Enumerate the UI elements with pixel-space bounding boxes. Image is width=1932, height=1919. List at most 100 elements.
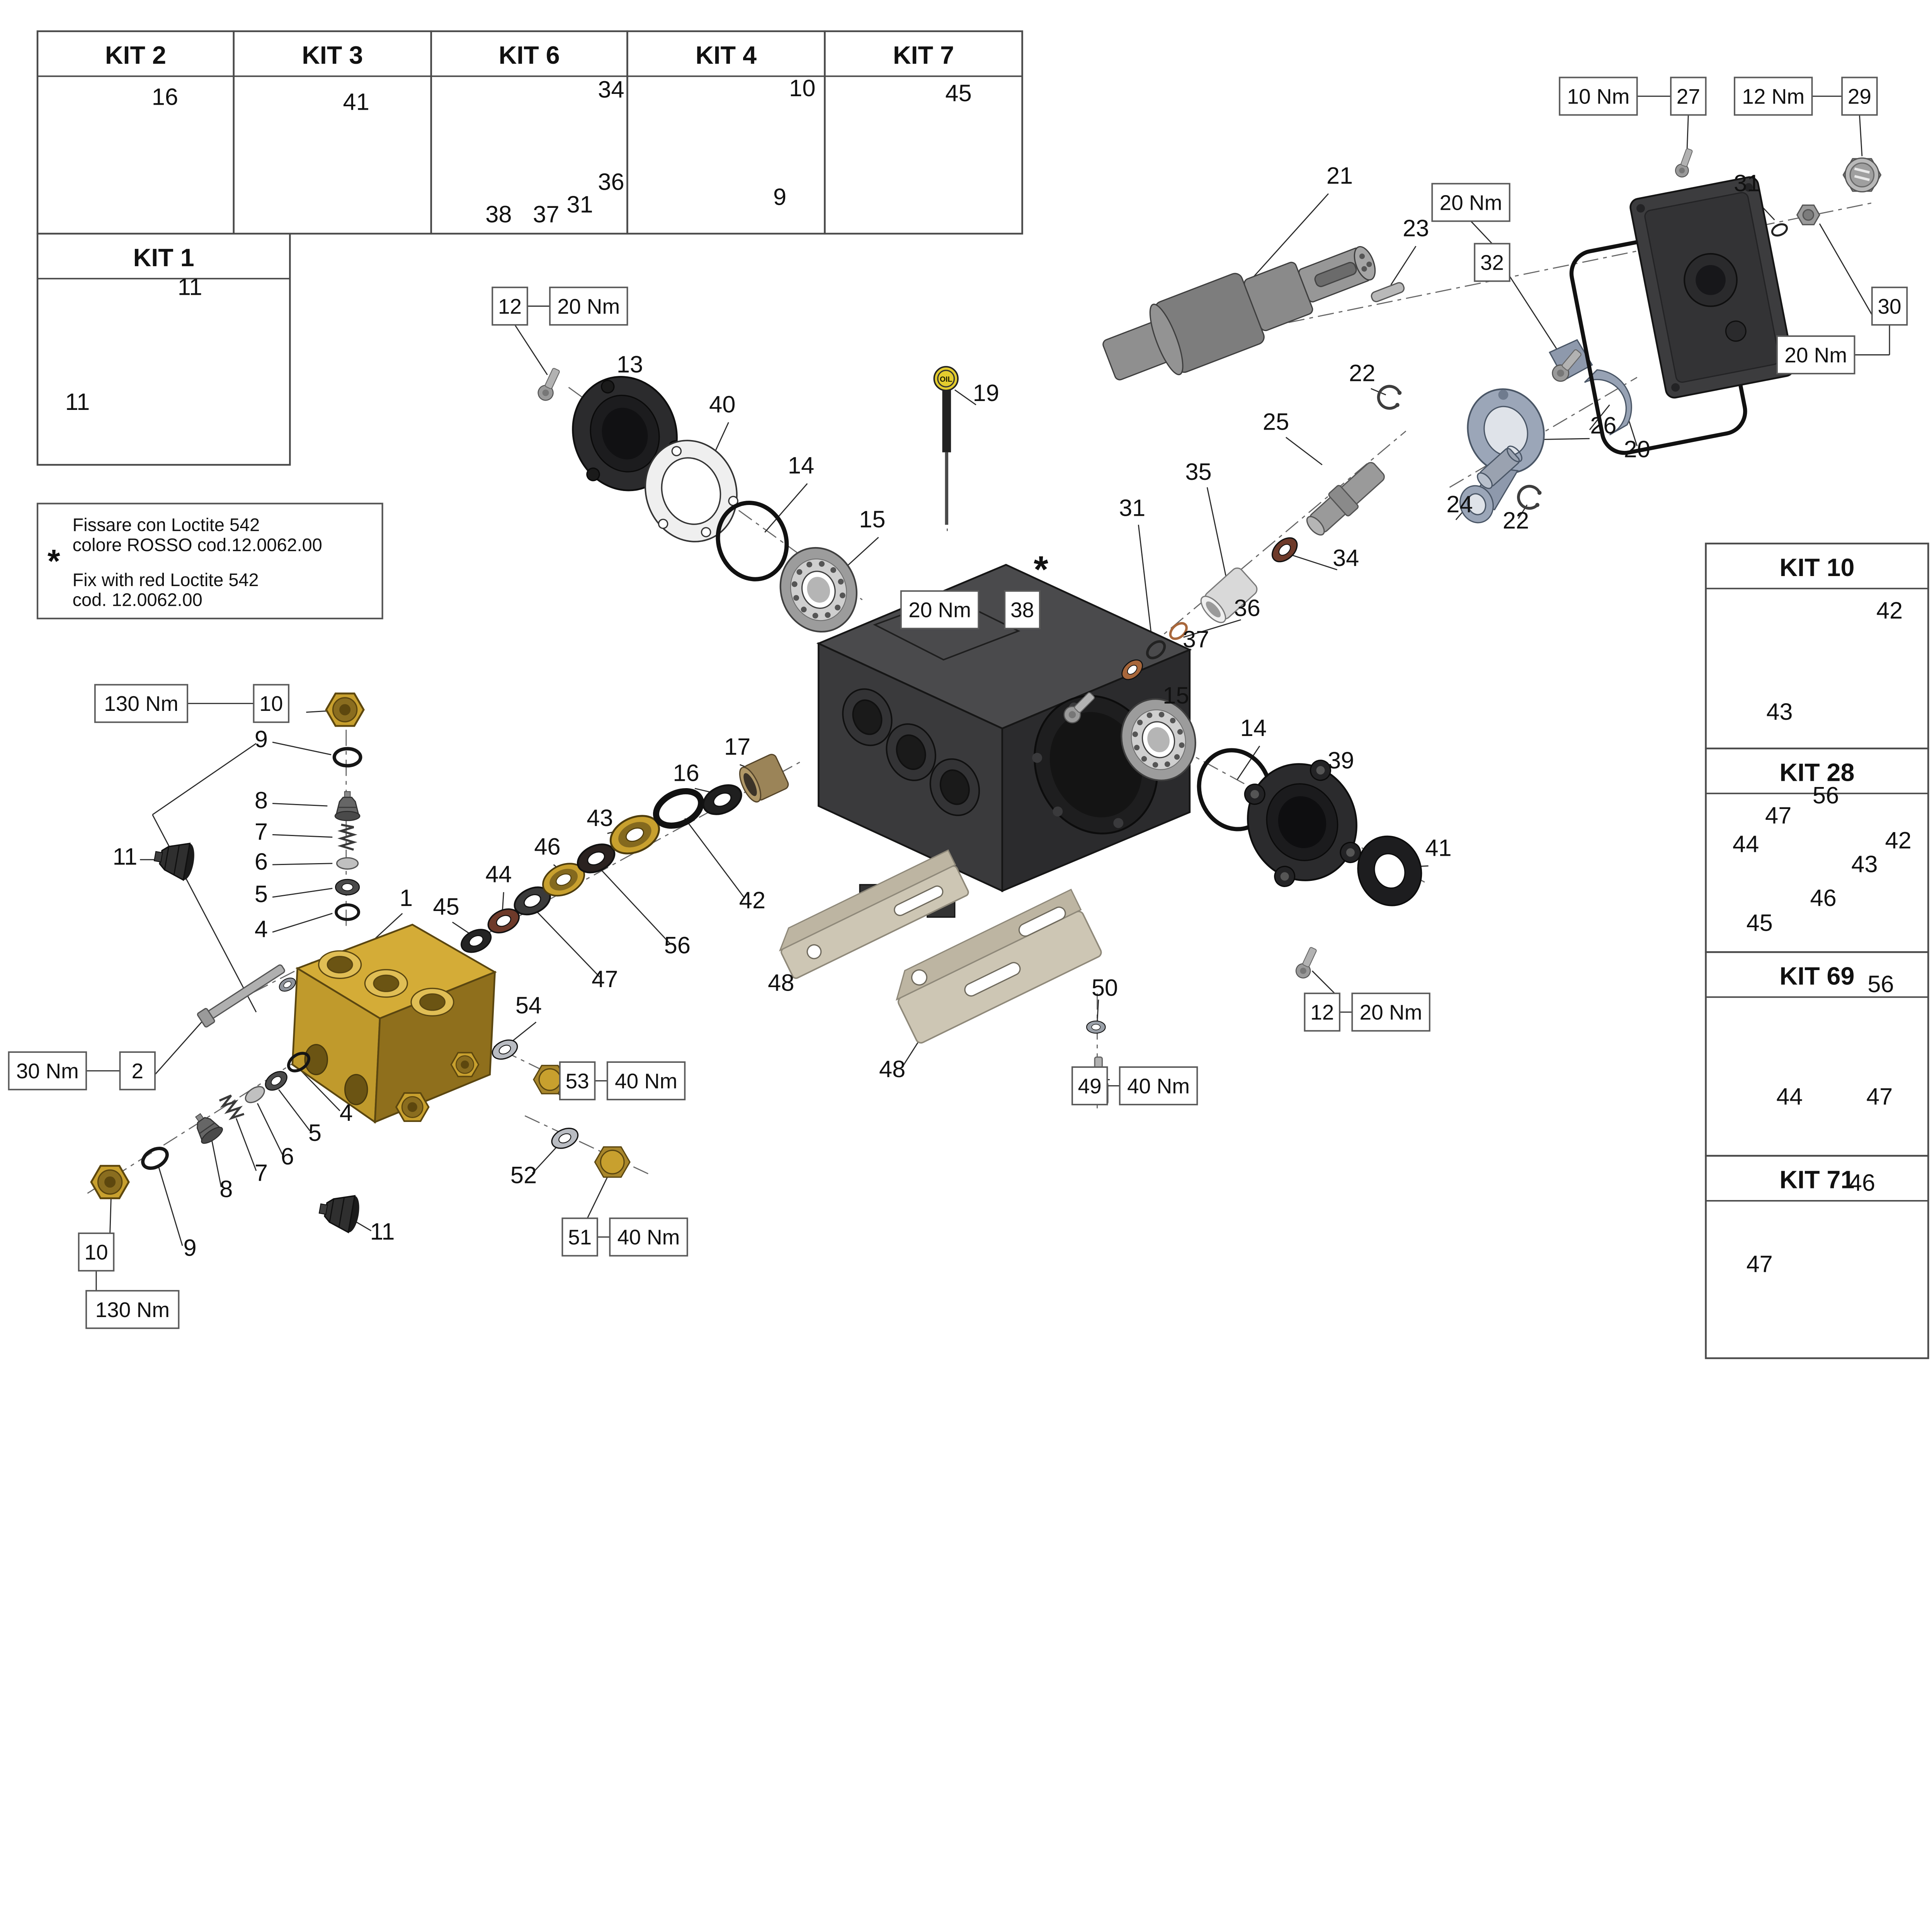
- part-callout-23: 23: [1403, 215, 1429, 241]
- ref-box-130-nm: 130 Nm: [85, 1290, 180, 1329]
- ref-box-49: 49: [1071, 1066, 1108, 1105]
- svg-text:20 Nm: 20 Nm: [908, 598, 971, 622]
- svg-text:10 Nm: 10 Nm: [1567, 84, 1630, 108]
- part-callout-37: 37: [1183, 626, 1209, 653]
- part-12-bolt: [535, 365, 564, 404]
- part-50-washer: [1086, 1020, 1106, 1034]
- valve-stack-top: [151, 693, 364, 920]
- part-callout-17: 17: [724, 733, 750, 760]
- kit-title-kit69: KIT 69: [1779, 962, 1854, 990]
- part-2-stud-bolt: [197, 964, 285, 1028]
- kit-part-callout-42: 42: [1876, 597, 1903, 624]
- part-1-manifold: [291, 923, 497, 1124]
- kit-title-kit71: KIT 71: [1779, 1166, 1854, 1194]
- kit-part-callout-41: 41: [343, 89, 369, 116]
- part-callout-48: 48: [768, 970, 794, 996]
- part-callout-11: 11: [370, 1218, 395, 1245]
- part-52-washer: [548, 1124, 582, 1153]
- kit-part-callout-45: 45: [945, 80, 971, 107]
- ref-box-20-nm: 20 Nm: [900, 590, 980, 629]
- kit-title-kit1: KIT 1: [133, 243, 194, 272]
- ref-box-53: 53: [559, 1061, 596, 1100]
- part-19-dipstick: OIL: [933, 366, 959, 525]
- kit-part-callout-34: 34: [598, 76, 624, 103]
- note-line-3: Fix with red Loctite 542: [73, 570, 259, 590]
- part-callout-39: 39: [1328, 747, 1354, 774]
- svg-text:40 Nm: 40 Nm: [617, 1225, 680, 1249]
- kit-part-callout-11: 11: [178, 274, 202, 300]
- part-callout-14: 14: [1240, 715, 1267, 741]
- ref-box-30: 30: [1871, 286, 1908, 326]
- crankcase-body: [816, 564, 1192, 918]
- part-callout-44: 44: [485, 861, 512, 887]
- note-box: * Fissare con Loctite 542 colore ROSSO c…: [36, 503, 383, 620]
- kit-part-callout-45: 45: [1747, 909, 1773, 936]
- part-11-valve-assembly-b: [316, 1189, 362, 1234]
- part-callout-52: 52: [510, 1162, 537, 1189]
- part-31-oring-top: [1770, 222, 1789, 238]
- part-callout-4: 4: [340, 1100, 353, 1126]
- ref-box-20-nm: 20 Nm: [1776, 335, 1855, 374]
- kit-part-callout-38: 38: [485, 201, 512, 228]
- part-22-circlip: [1377, 384, 1402, 410]
- ref-box-2: 2: [119, 1051, 156, 1091]
- kit-title-kit7: KIT 7: [893, 41, 954, 69]
- kit-part-callout-42: 42: [1885, 827, 1912, 854]
- part-40-gasket: [645, 440, 738, 542]
- part-35-ceramic-sleeve: [1200, 567, 1258, 623]
- kit-title-kit4: KIT 4: [696, 41, 757, 69]
- part-21-crankshaft: [1102, 246, 1376, 381]
- part-callout-45: 45: [433, 893, 459, 920]
- svg-text:10: 10: [259, 692, 283, 716]
- svg-text:38: 38: [1010, 598, 1034, 622]
- part-39-flange: [1244, 760, 1361, 887]
- part-11-valve-assembly: [151, 837, 198, 882]
- part-48-bracket-a: [779, 849, 969, 979]
- part-17-bushing: [739, 754, 789, 803]
- part-22-circlip-b: [1517, 484, 1542, 510]
- svg-text:49: 49: [1078, 1074, 1102, 1098]
- kit-part-callout-47: 47: [1765, 802, 1791, 829]
- part-6-disc: [336, 857, 359, 870]
- kit-title-kit2: KIT 2: [105, 41, 166, 69]
- kit-part-callout-46: 46: [1849, 1169, 1875, 1196]
- ref-box-40-nm: 40 Nm: [609, 1217, 688, 1257]
- kit-part-callout-47: 47: [1866, 1083, 1893, 1110]
- kit-part-callout-43: 43: [1766, 699, 1793, 725]
- part-callout-25: 25: [1263, 409, 1289, 435]
- part-callout-*: *: [1034, 548, 1048, 590]
- part-29-cap: [1842, 157, 1882, 193]
- note-line-2: colore ROSSO cod.12.0062.00: [73, 535, 322, 555]
- svg-text:20 Nm: 20 Nm: [1784, 343, 1847, 367]
- ref-box-29: 29: [1841, 76, 1878, 116]
- part-8-valve-b: [187, 1107, 226, 1147]
- kit-title-kit10: KIT 10: [1779, 553, 1854, 581]
- part-7-spring: [341, 825, 354, 850]
- part-callout-8: 8: [219, 1176, 233, 1202]
- ref-box-30-nm: 30 Nm: [8, 1051, 87, 1091]
- part-30-plug: [1796, 204, 1820, 226]
- part-callout-43: 43: [587, 805, 613, 831]
- ref-box-40-nm: 40 Nm: [1119, 1066, 1198, 1105]
- svg-text:20 Nm: 20 Nm: [557, 294, 620, 318]
- pump-exploded-diagram: OIL: [8, 30, 1929, 1359]
- ref-box-12-nm: 12 Nm: [1734, 76, 1813, 116]
- svg-text:40 Nm: 40 Nm: [615, 1069, 677, 1093]
- ref-box-130-nm: 130 Nm: [94, 684, 189, 723]
- svg-text:130 Nm: 130 Nm: [104, 692, 178, 716]
- kit-panel-kit2: KIT 216: [36, 30, 235, 235]
- part-25-plunger-rod: [1306, 462, 1385, 536]
- note-line-4: cod. 12.0062.00: [73, 590, 202, 610]
- part-5-seat: [335, 879, 360, 896]
- part-53-plug: [533, 1065, 567, 1095]
- ref-box-32: 32: [1474, 243, 1510, 282]
- part-23-key: [1371, 282, 1405, 303]
- ref-box-12: 12: [492, 286, 528, 326]
- part-callout-5: 5: [255, 881, 268, 908]
- part-34-washer: [1267, 532, 1303, 567]
- svg-text:30 Nm: 30 Nm: [16, 1059, 79, 1083]
- kit-part-callout-56: 56: [1867, 971, 1894, 998]
